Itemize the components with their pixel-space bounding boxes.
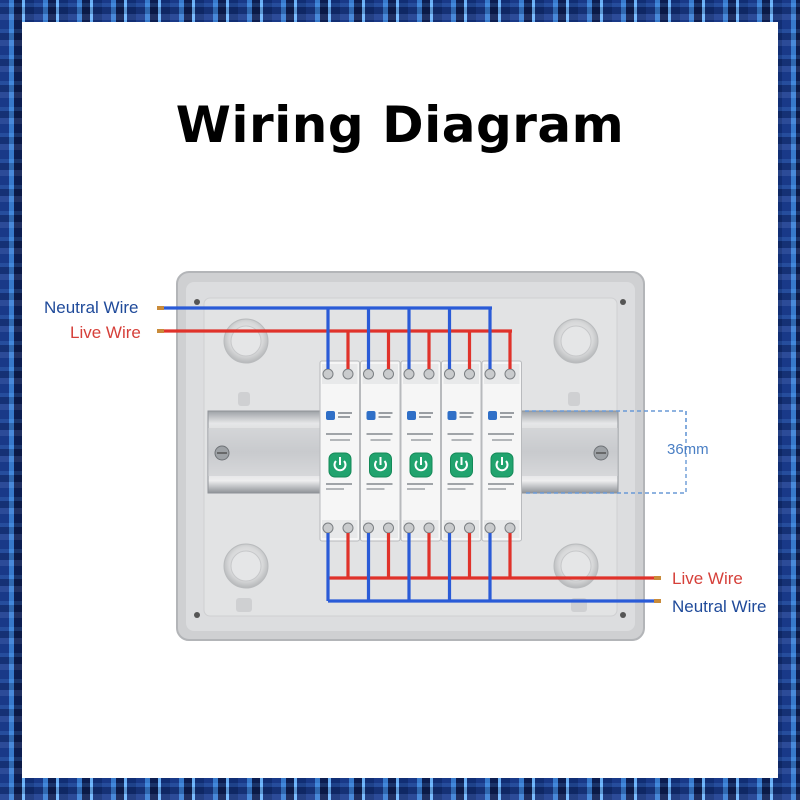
terminal-screw bbox=[342, 368, 354, 380]
wifi-icon bbox=[488, 411, 497, 420]
breaker-module bbox=[400, 360, 441, 542]
terminal-screw bbox=[444, 522, 455, 534]
terminal-screw bbox=[403, 522, 415, 534]
smart-breaker-modules bbox=[319, 360, 522, 542]
copper-wire-tip bbox=[654, 576, 661, 580]
rail-dimension-label: 36mm bbox=[667, 441, 709, 458]
live-wire-input-label: Live Wire bbox=[70, 323, 141, 342]
wifi-icon bbox=[447, 411, 457, 420]
terminal-screw bbox=[403, 368, 415, 380]
neutral-wire-output-label: Neutral Wire bbox=[672, 597, 767, 616]
terminal-screw bbox=[322, 368, 334, 380]
page-title: Wiring Diagram bbox=[175, 96, 625, 154]
terminal-screw bbox=[363, 368, 374, 380]
terminal-screw bbox=[484, 522, 496, 534]
wifi-icon bbox=[407, 411, 416, 420]
live-wire-output-label: Live Wire bbox=[672, 569, 743, 588]
terminal-screw bbox=[423, 368, 435, 380]
copper-wire-tip bbox=[157, 329, 164, 333]
breaker-module bbox=[481, 360, 522, 542]
terminal-screw bbox=[504, 522, 516, 534]
terminal-screw bbox=[464, 368, 475, 380]
copper-wire-tip bbox=[654, 599, 661, 603]
breaker-module bbox=[441, 360, 482, 542]
terminal-screw bbox=[484, 368, 496, 380]
terminal-screw bbox=[363, 522, 374, 534]
breaker-module bbox=[319, 360, 360, 542]
terminal-screw bbox=[383, 522, 394, 534]
terminal-screw bbox=[383, 368, 394, 380]
terminal-screw bbox=[322, 522, 334, 534]
terminal-screw bbox=[444, 368, 455, 380]
terminal-screw bbox=[423, 522, 435, 534]
terminal-screw bbox=[504, 368, 516, 380]
wifi-icon bbox=[366, 411, 376, 420]
breaker-module bbox=[360, 360, 401, 542]
copper-wire-tip bbox=[157, 306, 164, 310]
wires bbox=[157, 306, 661, 603]
terminal-screw bbox=[464, 522, 475, 534]
wifi-icon bbox=[326, 411, 335, 420]
rail-dimension-bracket bbox=[525, 410, 687, 494]
terminal-screw bbox=[342, 522, 354, 534]
neutral-wire-input-label: Neutral Wire bbox=[44, 298, 139, 317]
